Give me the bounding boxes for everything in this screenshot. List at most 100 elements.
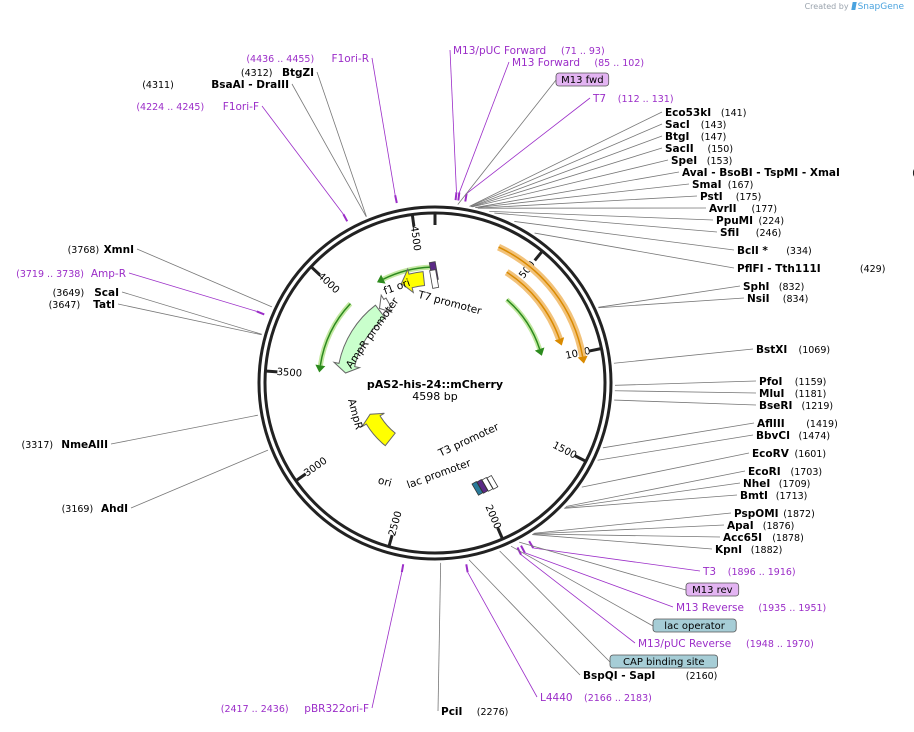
primer-mark: [256, 310, 265, 316]
site-label-afliii: AflIII: [757, 418, 785, 430]
scale-tick-label: 2500: [387, 510, 404, 537]
site-position: (832): [779, 282, 805, 293]
primer-label-m13-reverse: M13 Reverse: [676, 602, 744, 614]
site-leader-line: [494, 212, 718, 233]
site-label-ecorv: EcoRV: [752, 448, 790, 460]
cds-arc-top-head: [377, 274, 386, 284]
insert-arc-inner-head: [554, 337, 565, 346]
primer-range: (2417 .. 2436): [221, 704, 289, 715]
site-label-ahdi: AhdI: [101, 503, 128, 515]
site-label-smai: SmaI: [692, 179, 722, 191]
box-label-m13-rev: M13 rev: [692, 585, 733, 596]
site-label-btgi: BtgI: [665, 131, 689, 143]
site-leader-line: [532, 534, 713, 550]
site-label-eco53ki: Eco53kI: [665, 107, 711, 119]
scale-tick: [410, 214, 416, 227]
site-leader-line: [469, 123, 663, 207]
site-label-psti: PstI: [700, 191, 723, 203]
site-leader-line: [614, 399, 757, 406]
site-label-nmeaiii: NmeAIII: [61, 439, 108, 451]
plasmid-name: pAS2-his-24::mCherry: [367, 378, 503, 391]
site-position: (2160): [686, 671, 718, 682]
site-leader-line: [565, 470, 746, 507]
primer-mark: [528, 540, 535, 549]
site-label-tati: TatI: [93, 299, 115, 311]
site-position: (1876): [763, 521, 795, 532]
primer-label-m13-forward: M13 Forward: [512, 57, 580, 69]
site-position: (1882): [751, 545, 783, 556]
site-leader-line: [534, 512, 732, 534]
box-leader-line: [519, 541, 687, 591]
cds-arc-top: [382, 266, 431, 280]
site-label-pfoi: PfoI: [759, 376, 782, 388]
site-label-bstxi: BstXI: [756, 344, 787, 356]
box-cap-binding-site: [609, 654, 718, 669]
primer-mark: [394, 194, 398, 204]
primer-label-m13-puc-reverse: M13/pUC Reverse: [638, 638, 731, 650]
cds-arc-right: [506, 299, 541, 350]
site-leader-line: [533, 524, 725, 535]
site-position: (177): [752, 204, 778, 215]
site-leader-line: [316, 71, 367, 217]
box-label-lac-operator: lac operator: [664, 621, 725, 632]
scale-tick: [310, 265, 321, 276]
primer-range: (1948 .. 1970): [746, 639, 814, 650]
site-leader-line: [117, 303, 262, 336]
site-label-saci: SacI: [665, 119, 690, 131]
site-position: (3317): [22, 440, 54, 451]
site-position: (2276): [477, 707, 509, 718]
site-position: (4312): [241, 68, 273, 79]
lac-region-mark: [486, 474, 499, 490]
site-position: (153): [707, 156, 733, 167]
primer-leader-line: [520, 554, 636, 644]
site-position: (1878): [772, 533, 804, 544]
site-leader-line: [602, 422, 755, 449]
site-position: (334): [786, 246, 812, 257]
site-leader-line: [130, 449, 269, 509]
site-position: (1709): [779, 479, 811, 490]
site-position: (3169): [62, 504, 94, 515]
insert-arc-outer-head: [577, 355, 588, 364]
feature-f1-ori: [400, 267, 426, 294]
primer-leader-line: [533, 547, 701, 572]
scale-tick: [387, 534, 394, 548]
feature-label-t3-promoter: T3 promoter: [436, 421, 502, 460]
site-leader-line: [291, 83, 367, 217]
site-label-bspqi-sapi: BspQI - SapI: [583, 670, 655, 682]
box-m13-rev: [685, 582, 740, 597]
site-label-bsaai-draiii: BsaAI - DraIII: [211, 79, 289, 91]
site-position: (1601): [795, 449, 827, 460]
site-position: (143): [701, 120, 727, 131]
site-label-kpni: KpnI: [715, 544, 742, 556]
site-position: (150): [708, 144, 734, 155]
primer-leader-line: [371, 57, 396, 196]
site-label-pspomi: PspOMI: [734, 508, 779, 520]
primer-mark: [464, 193, 468, 202]
leader-lines: [110, 49, 757, 712]
site-position: (246): [756, 228, 782, 239]
cds-arc-left: [319, 303, 351, 366]
scale-tick: [533, 250, 544, 262]
site-position: (1713): [776, 491, 808, 502]
primer-label-pbr322ori-f: pBR322ori-F: [304, 703, 369, 715]
site-label-acc65i: Acc65I: [723, 532, 762, 544]
site-leader-line: [489, 210, 714, 221]
site-position: (1219): [802, 401, 834, 412]
site-position: (834): [783, 294, 809, 305]
site-position: (1069): [799, 345, 831, 356]
site-label-pflfi-tth111i: PflFI - Tth111I: [737, 263, 821, 275]
primer-range: (2166 .. 2183): [584, 693, 652, 704]
primer-mark: [465, 564, 469, 573]
site-leader-line: [136, 248, 273, 308]
scale-tick: [265, 369, 278, 374]
site-leader-line: [475, 171, 680, 208]
site-position: (147): [701, 132, 727, 143]
box-m13-fwd: [555, 72, 610, 87]
box-lac-operator: [652, 618, 737, 633]
box-leader-line: [499, 550, 611, 663]
site-label-avai-bsobi-tspmi-xmai: AvaI - BsoBI - TspMI - XmaI: [682, 167, 840, 179]
site-label-nhei: NheI: [743, 478, 770, 490]
site-label-bbvci: BbvCI: [756, 430, 790, 442]
site-position: (1872): [783, 509, 815, 520]
primer-leader-line: [466, 97, 591, 194]
